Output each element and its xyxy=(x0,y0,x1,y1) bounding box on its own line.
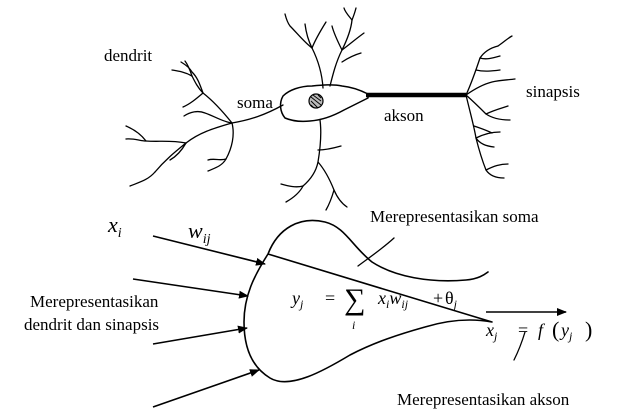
input-arrow-4 xyxy=(153,370,259,407)
dendrite-label: dendrit xyxy=(104,46,152,65)
soma-label: soma xyxy=(237,93,273,112)
svg-text:=: = xyxy=(518,320,528,340)
svg-text:i: i xyxy=(352,318,355,332)
soma-pointer xyxy=(358,238,394,266)
svg-text:+: + xyxy=(433,288,443,308)
axon-note: Merepresentasikan akson xyxy=(397,390,570,409)
svg-text:θj: θj xyxy=(445,288,458,311)
dendrite-tree-bottom xyxy=(281,120,347,210)
output-formula: xj = f ( yj ) xyxy=(485,317,592,343)
soma-body xyxy=(281,85,368,122)
weight-symbol: wij xyxy=(188,218,211,247)
svg-text:xj: xj xyxy=(485,320,498,343)
dendrite-tree-top xyxy=(285,8,364,88)
input-symbol: xi xyxy=(107,212,122,241)
dendrite-note-line1: Merepresentasikan xyxy=(30,292,159,311)
artificial-neuron-model: xi wij Merepresentasikan soma Merepresen… xyxy=(24,207,592,409)
axon-label: akson xyxy=(384,106,424,125)
sigma-symbol: ∑ xyxy=(344,283,365,316)
soma-note: Merepresentasikan soma xyxy=(370,207,539,226)
svg-text:yj: yj xyxy=(559,320,573,343)
dendrite-note-line2: dendrit dan sinapsis xyxy=(24,315,159,334)
svg-text:yj: yj xyxy=(290,288,304,311)
biological-neuron: dendrit soma akson sinapsis xyxy=(104,8,580,210)
svg-text:xiwij: xiwij xyxy=(377,288,409,311)
axon-terminals xyxy=(466,36,515,178)
input-arrow-3 xyxy=(153,328,247,344)
svg-text:): ) xyxy=(585,317,592,342)
svg-text:(: ( xyxy=(552,317,559,342)
dendrite-tree-left xyxy=(126,61,283,186)
svg-text:f: f xyxy=(538,320,546,340)
svg-text:=: = xyxy=(325,288,335,308)
synapse-label: sinapsis xyxy=(526,82,580,101)
